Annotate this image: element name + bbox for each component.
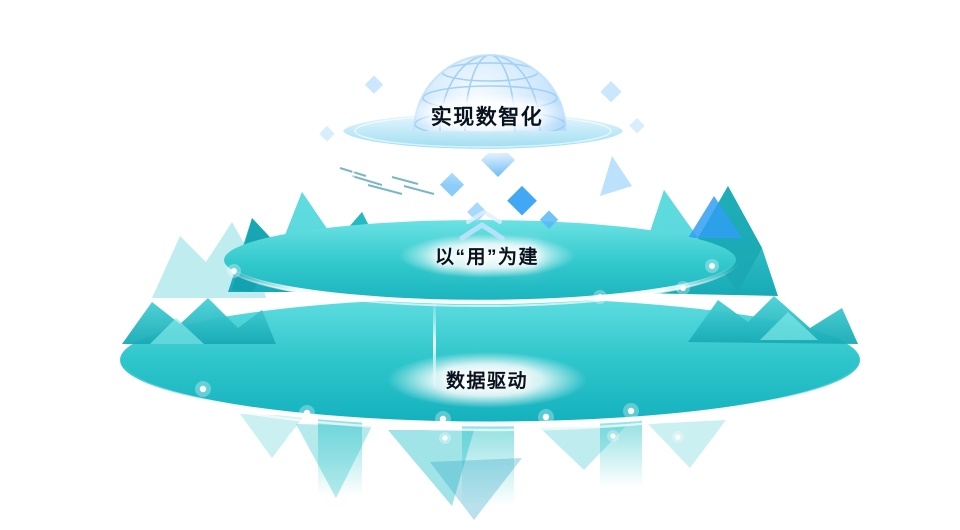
tier-middle-rim-outer: [219, 257, 741, 307]
light-beam-top: [570, 64, 573, 128]
data-diamond: [467, 202, 487, 222]
label-glow-middle: [399, 234, 575, 278]
tier-bottom-label: 数据驱动: [445, 371, 529, 392]
tier-bottom-rim-outer: [112, 357, 868, 432]
tier-bottom: [112, 296, 868, 520]
terrain-bottom-left: [122, 298, 276, 344]
glow-dots-top: [290, 129, 670, 148]
dome-outline: [413, 54, 567, 132]
tier-middle-label: 以“用”为建: [434, 247, 540, 268]
tier-middle-rim: [223, 261, 737, 305]
tier-bottom-skirt: [240, 414, 726, 520]
up-chevron-icon: [459, 222, 505, 241]
terrain-bottom-right: [688, 296, 858, 344]
up-chevron-icon: [466, 210, 502, 224]
label-glow-bottom: [387, 352, 587, 408]
data-diamond: [507, 185, 537, 216]
light-beam-middle: [352, 150, 355, 192]
tier-top-label: 实现数智化: [430, 106, 544, 129]
data-diamond: [364, 75, 384, 94]
glow-dots-middle: [227, 259, 719, 304]
light-beam-bottom: [433, 298, 436, 390]
tier-top: [290, 44, 670, 188]
glow-dots-bottom: [195, 381, 786, 444]
tier-bottom-rim: [119, 361, 861, 427]
data-diamond: [539, 210, 559, 229]
data-diamond: [319, 125, 335, 142]
tier-middle: [152, 156, 778, 307]
data-diamond: [600, 81, 622, 103]
label-glow-top: [405, 93, 569, 133]
